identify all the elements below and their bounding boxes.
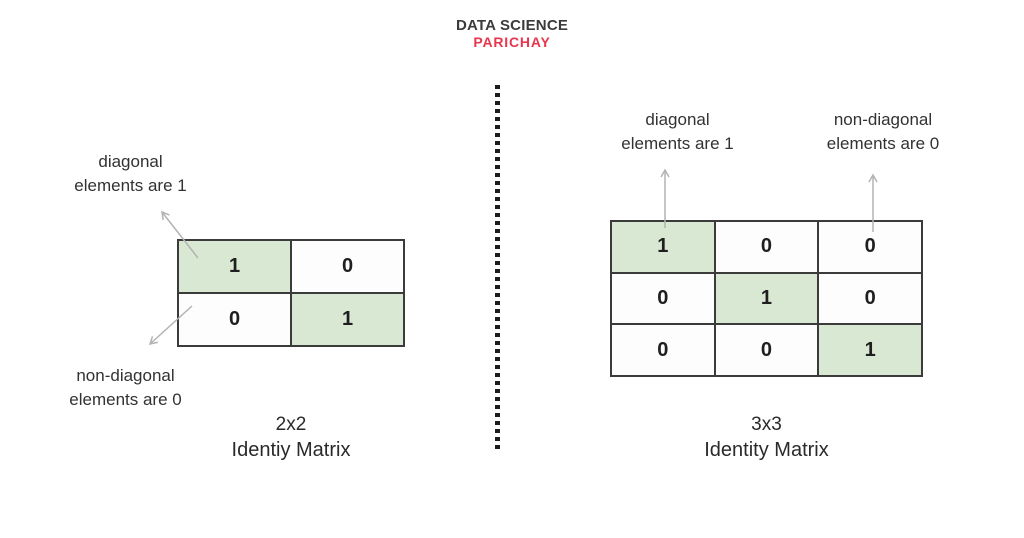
brand-line-2: PARICHAY (473, 34, 551, 50)
left-diagonal-label: diagonal elements are 1 (74, 152, 187, 195)
matrix-cell: 0 (292, 241, 403, 292)
matrix-cell: 1 (179, 241, 290, 292)
identity-matrix-2x2: 1 0 0 1 (177, 239, 405, 347)
matrix-cell: 1 (715, 273, 818, 324)
matrix-cell: 0 (612, 273, 714, 324)
matrix-cell: 0 (819, 273, 921, 324)
right-matrix-name-label: Identity Matrix (704, 439, 829, 461)
left-matrix-size-label: 2x2 (275, 414, 307, 435)
right-matrix-caption: 3x3 Identity Matrix (610, 412, 923, 464)
matrix-cell: 0 (612, 325, 714, 375)
matrix-cell: 0 (179, 294, 290, 345)
brand-line-1: DATA SCIENCE (455, 17, 569, 34)
right-diagonal-label: diagonal elements are 1 (621, 110, 734, 153)
left-nondiagonal-label: non-diagonal elements are 0 (69, 366, 182, 409)
left-matrix-caption: 2x2 Identiy Matrix (177, 412, 405, 464)
header-brand: DATA SCIENCE PARICHAY (0, 17, 1024, 51)
identity-matrix-3x3: 1 0 0 0 1 0 0 0 1 (610, 220, 923, 377)
matrix-cell: 1 (819, 325, 921, 375)
left-matrix-name-label: Identiy Matrix (231, 439, 351, 461)
matrix-cell: 1 (292, 294, 403, 345)
matrix-cell: 0 (715, 222, 818, 272)
right-matrix-size-label: 3x3 (751, 414, 782, 435)
dotted-divider-line (495, 85, 500, 453)
matrix-cell: 0 (715, 325, 818, 375)
right-nondiagonal-label: non-diagonal elements are 0 (826, 110, 940, 153)
matrix-cell: 1 (612, 222, 714, 272)
matrix-cell: 0 (819, 222, 921, 272)
